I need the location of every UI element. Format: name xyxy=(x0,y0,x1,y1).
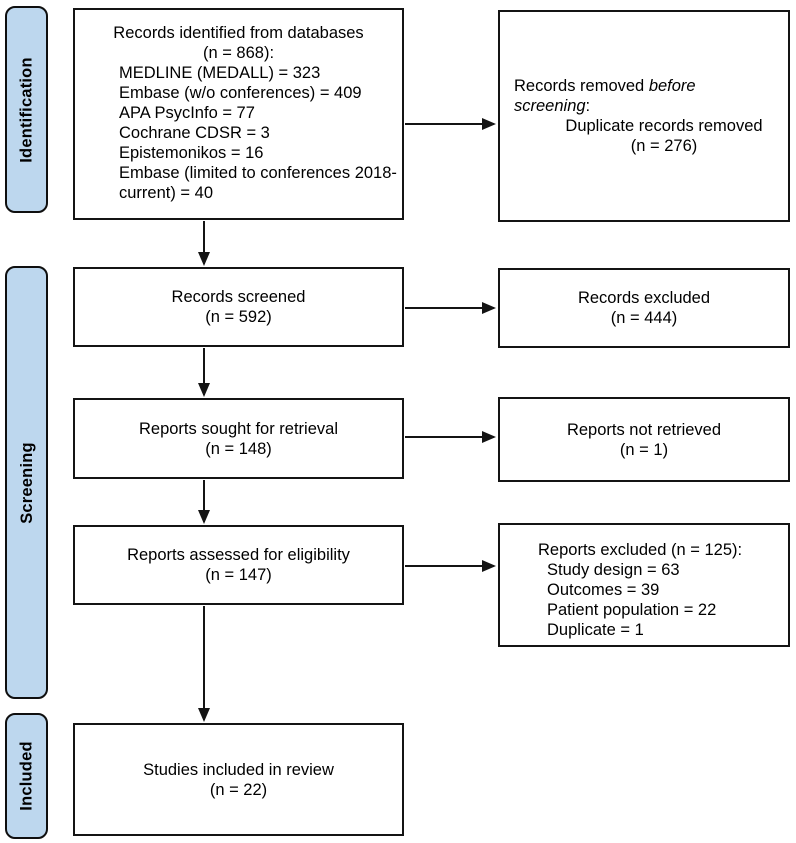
stage-included-label: Included xyxy=(17,741,36,811)
reports-sought-title: Reports sought for retrieval xyxy=(138,419,338,438)
exclusion-reason: Study design = 63 xyxy=(547,561,680,579)
reports-sought-count: (n = 148) xyxy=(205,439,272,458)
database-item: Embase (w/o conferences) = 409 xyxy=(119,84,362,102)
box-records-removed-before-screening: Records removed before screening: Duplic… xyxy=(498,10,790,222)
exclusion-reason: Patient population = 22 xyxy=(547,601,717,619)
box-reports-not-retrieved: Reports not retrieved (n = 1) xyxy=(498,397,790,482)
reports-assessed-count: (n = 147) xyxy=(205,566,272,584)
database-item: MEDLINE (MEDALL) = 323 xyxy=(119,64,321,82)
duplicate-records-count: (n = 276) xyxy=(630,137,698,155)
reports-not-retrieved-title: Reports not retrieved xyxy=(566,420,722,439)
studies-included-count: (n = 22) xyxy=(209,780,268,799)
reports-excluded-title: Reports excluded (n = 125): xyxy=(538,541,743,559)
records-identified-title: Records identified from databases xyxy=(113,24,364,42)
records-screened-count: (n = 592) xyxy=(205,308,272,326)
records-removed-heading: Records removed before screening: xyxy=(514,76,729,116)
exclusion-reason: Duplicate = 1 xyxy=(547,621,644,639)
stage-screening: Screening xyxy=(5,266,48,699)
box-reports-excluded: Reports excluded (n = 125): Study design… xyxy=(498,523,790,647)
database-item: APA PsycInfo = 77 xyxy=(119,104,255,122)
box-studies-included: Studies included in review (n = 22) xyxy=(73,723,404,836)
box-reports-assessed: Reports assessed for eligibility (n = 14… xyxy=(73,525,404,605)
stage-identification: Identification xyxy=(5,6,48,213)
stage-identification-label: Identification xyxy=(17,56,36,163)
records-excluded-title: Records excluded xyxy=(577,289,711,307)
box-records-identified: Records identified from databases (n = 8… xyxy=(73,8,404,220)
records-removed-prefix: Records removed xyxy=(514,77,649,95)
box-records-screened: Records screened (n = 592) xyxy=(73,267,404,347)
records-removed-suffix: : xyxy=(585,97,591,115)
records-removed-italic: before screening xyxy=(514,77,696,115)
records-screened-title: Records screened xyxy=(171,288,306,306)
studies-included-title: Studies included in review xyxy=(143,760,334,779)
records-identified-count: (n = 868): xyxy=(202,44,275,62)
stage-included: Included xyxy=(5,713,48,839)
database-item: Embase (limited to conferences 2018-curr… xyxy=(119,164,397,202)
exclusion-reason: Outcomes = 39 xyxy=(547,581,660,599)
database-list: MEDLINE (MEDALL) = 323 Embase (w/o confe… xyxy=(75,63,402,203)
duplicate-records-block: Duplicate records removed (n = 276) xyxy=(548,116,780,156)
box-records-excluded: Records excluded (n = 444) xyxy=(498,268,790,348)
database-item: Epistemonikos = 16 xyxy=(119,144,264,162)
reports-not-retrieved-count: (n = 1) xyxy=(619,440,669,459)
duplicate-records-label: Duplicate records removed xyxy=(565,117,763,135)
reports-assessed-title: Reports assessed for eligibility xyxy=(127,546,350,564)
records-excluded-count: (n = 444) xyxy=(610,309,678,327)
stage-screening-label: Screening xyxy=(17,441,36,524)
box-reports-sought: Reports sought for retrieval (n = 148) xyxy=(73,398,404,479)
database-item: Cochrane CDSR = 3 xyxy=(119,124,270,142)
